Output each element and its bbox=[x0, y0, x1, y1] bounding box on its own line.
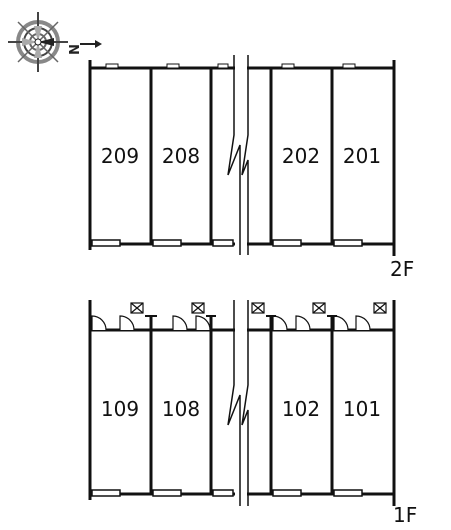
unit-209-label: 209 bbox=[101, 144, 139, 168]
floor-2f-plan bbox=[88, 55, 396, 256]
unit-109-label: 109 bbox=[101, 397, 139, 421]
unit-102-label: 102 bbox=[282, 397, 320, 421]
unit-202-label: 202 bbox=[282, 144, 320, 168]
unit-101-label: 101 bbox=[343, 397, 381, 421]
unit-201-label: 201 bbox=[343, 144, 381, 168]
compass-rose-icon bbox=[8, 12, 68, 72]
floor-1f-label: 1F bbox=[393, 503, 417, 527]
north-arrow-icon bbox=[80, 40, 102, 48]
compass-direction-label: N bbox=[65, 44, 80, 55]
floor-2f-label: 2F bbox=[390, 257, 414, 281]
unit-108-label: 108 bbox=[162, 397, 200, 421]
unit-208-label: 208 bbox=[162, 144, 200, 168]
floor-1f-plan bbox=[88, 300, 396, 506]
